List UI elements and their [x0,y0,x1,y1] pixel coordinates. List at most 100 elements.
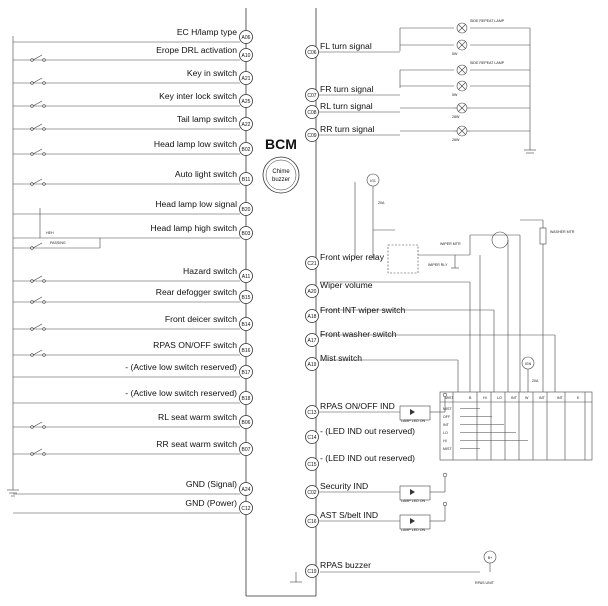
pin-label: B16 [242,348,251,354]
switch-row-label: INT [443,423,450,427]
pin-label: A25 [242,99,251,105]
lamp-icon: SIDE REPEAT LAMP [456,19,505,34]
output-label: RPAS ON/OFF IND [320,401,395,411]
input-label: Erope DRL activation [156,45,237,55]
pin-label: C07 [307,93,316,99]
input-label: Key inter lock switch [159,91,237,101]
pin-label: C02 [307,490,316,496]
pin-circle [305,256,319,270]
pin-circle [239,415,253,429]
input-pin-b18: B18- (Active low switch reserved) [13,388,253,405]
pin-label: B07 [242,447,251,453]
switch-col-label: LO [497,396,502,400]
input-label: RL seat warm switch [158,412,237,422]
input-label: - (Active low switch reserved) [125,362,237,372]
ig-label: IG1 [370,179,376,183]
lamp-icon: 28W [452,102,468,119]
pin-circle [305,333,319,347]
switch-col-label: INT [557,396,564,400]
pin-label: C14 [307,435,316,441]
pin-label: C16 [307,519,316,525]
switch-row-label: MIST [443,407,452,411]
pin-circle [239,71,253,85]
washer-motor-icon [539,227,547,245]
pin-circle [239,94,253,108]
output-label: Wiper volume [320,280,373,290]
input-pin-b16: B16 RPAS ON/OFF switch [13,340,253,357]
lamp-icon: 5W [452,80,468,97]
pin-circle [305,564,319,578]
indicator-led: LAMP LED ON [318,501,448,532]
pin-label: C08 [307,110,316,116]
pin-circle [239,202,253,216]
input-pin-b17: B17- (Active low switch reserved) [13,362,253,379]
pin-label: C21 [307,261,316,267]
pin-label: A06 [242,35,251,41]
pin-label: C06 [307,50,316,56]
left-ground-bus [7,36,19,497]
switch-row-label: HI [443,439,447,443]
chime-buzzer-inner [265,159,297,191]
switch-col-label: INT [511,396,518,400]
input-label: - (Active low switch reserved) [125,388,237,398]
pin-circle [239,501,253,515]
wiper-motor-label: WIPER MTR [440,242,461,246]
passing-label: PASSING [50,241,66,245]
pin-circle [239,48,253,62]
output-label: Security IND [320,481,368,491]
pin-circle [239,290,253,304]
pin-label: B06 [242,420,251,426]
input-label: Rear defogger switch [156,287,237,297]
pin-circle [239,442,253,456]
pin-label: C12 [241,506,250,512]
output-label: Front wiper relay [320,252,385,262]
led-label: LAMP LED ON [401,419,426,423]
lamp-label: 5W [452,52,458,56]
bcm-title: BCM [265,136,297,152]
lamp-label: SIDE REPEAT LAMP [470,19,505,23]
input-pin-b06: B06 RL seat warm switch [13,412,253,429]
pin-label: B15 [242,295,251,301]
pin-circle [239,117,253,131]
chime-label: Chime [272,169,290,175]
switch-col-label: E [577,396,580,400]
pin-circle [239,317,253,331]
indicator-led: LAMP LED ON [318,392,448,423]
pin-label: C09 [307,133,316,139]
output-pin-c06: C06 FL turn signal [305,41,400,59]
output-pin-c14: C14- (LED IND out reserved) [305,426,415,444]
pin-circle [239,365,253,379]
pin-label: A24 [242,487,251,493]
pin-label: B11 [242,177,251,183]
lamp-label: SIDE REPEAT LAMP [470,61,505,65]
pin-label: A18 [308,314,317,320]
pin-label: B02 [242,147,251,153]
pin-label: B14 [242,322,251,328]
led-label: LAMP LED ON [401,499,426,503]
pin-label: C15 [307,462,316,468]
input-label: RPAS ON/OFF switch [153,340,237,350]
wiper-relay-label: WIPER RLY [428,263,448,267]
pin-label: A17 [308,338,317,344]
led-label: LAMP LED ON [401,528,426,532]
switch-col-label: INT [539,396,546,400]
lamp-icon: 28W [452,125,468,142]
wiper-circuit: IG1 20A WIPER RLY WIPER MTR WASHER MTR I… [320,173,593,461]
output-label: FL turn signal [320,41,372,51]
lamp-icon: SIDE REPEAT LAMP [456,61,505,76]
